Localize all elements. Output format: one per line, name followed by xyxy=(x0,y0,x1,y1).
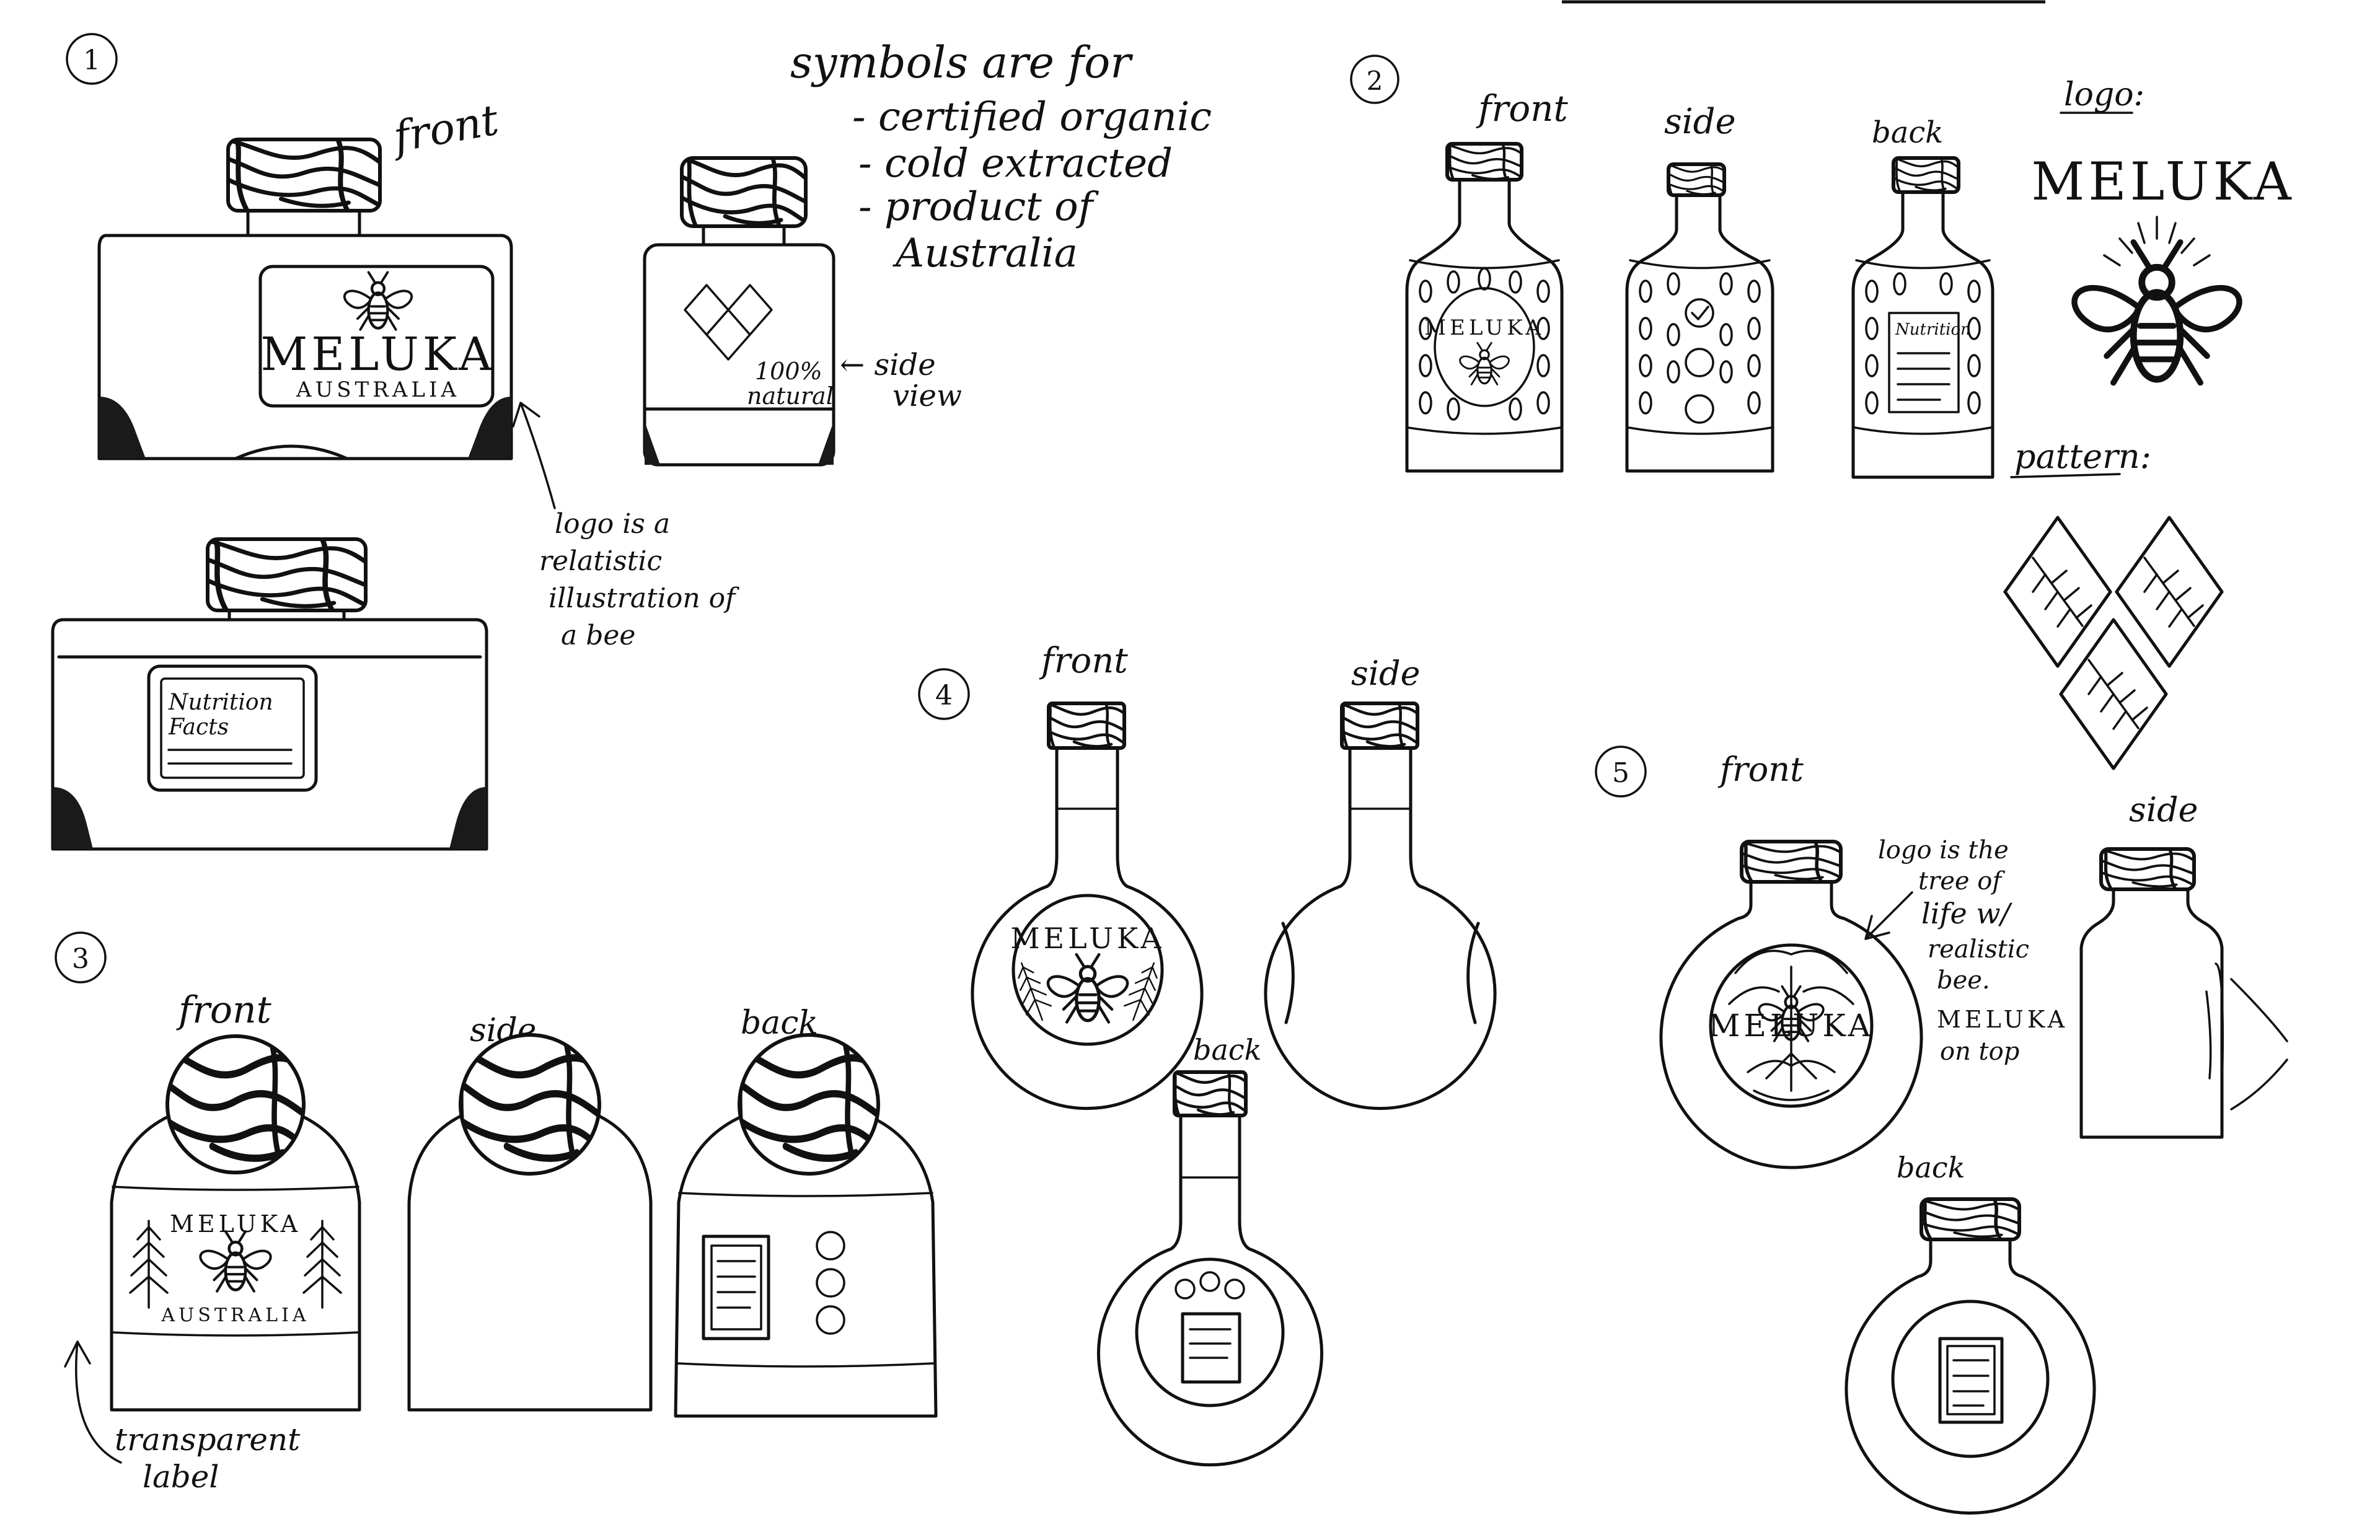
sketch-1: 1 front MELUKA AUSTRALIA xyxy=(51,33,962,851)
logo-heading: logo: xyxy=(2064,76,2144,113)
nutrition-panel xyxy=(147,664,318,792)
back-bottle xyxy=(1097,1070,1323,1467)
symbols-note-item-1: - certified organic xyxy=(852,94,1212,140)
view-label-front: front xyxy=(1476,87,1568,130)
svg-text:MELUKA: MELUKA xyxy=(1937,1006,2068,1033)
front-bottle: MELUKA xyxy=(1659,840,1923,1169)
arrow xyxy=(512,402,556,509)
view-label-front: front xyxy=(176,988,272,1032)
front-label-brand: MELUKA xyxy=(261,328,496,381)
sketch-4: 4 front side back MELUKA xyxy=(918,641,1497,1467)
front-brand: MELUKA xyxy=(1010,922,1165,955)
svg-text:life w/: life w/ xyxy=(1921,897,2013,930)
sketch-2: 2 front side back MELUKA xyxy=(1350,55,2294,768)
nutrition-line-1: Nutrition xyxy=(168,690,273,715)
sketch-number: 5 xyxy=(1612,757,1629,789)
transparent-note-1: transparent xyxy=(115,1422,301,1458)
view-label-front: front xyxy=(387,95,502,162)
pattern-heading: pattern: xyxy=(2014,437,2151,476)
front-bottle: MELUKA xyxy=(1405,142,1564,473)
svg-text:logo is a: logo is a xyxy=(555,508,670,540)
back-label-text: Nutrition xyxy=(1895,320,1971,339)
view-label-back: back xyxy=(1897,1151,1965,1184)
front-bottle: MELUKA AUSTRALIA xyxy=(110,1034,361,1412)
view-label-side: side xyxy=(1664,102,1736,142)
arrow xyxy=(1864,891,1913,940)
svg-text:a bee: a bee xyxy=(561,620,635,651)
sketch-number-badge xyxy=(918,668,970,720)
logo-word: MELUKA xyxy=(2031,151,2294,212)
sketch-number: 2 xyxy=(1367,66,1383,96)
front-label-sub: AUSTRALIA xyxy=(296,377,460,402)
sketch-number: 4 xyxy=(935,680,953,711)
svg-text:relatistic: relatistic xyxy=(539,545,662,577)
back-bottle xyxy=(1844,1197,2096,1515)
sketch-number-badge xyxy=(1595,746,1647,798)
bottle-brand: MELUKA xyxy=(1424,315,1545,340)
arrow xyxy=(64,1340,122,1464)
side-view-note-1: ← side xyxy=(840,348,936,382)
round-label xyxy=(1135,1257,1285,1407)
symbols-note-title: symbols are for xyxy=(790,37,1133,88)
svg-text:tree of: tree of xyxy=(1918,867,2005,895)
round-label xyxy=(1891,1300,2050,1458)
back-bottle: Nutrition xyxy=(1851,156,1994,479)
sketch-number: 1 xyxy=(83,45,100,76)
nutrition-panel xyxy=(1938,1337,2004,1424)
teardrop-pattern xyxy=(1639,272,1761,415)
sketch-5: 5 front side back MELUKA logo is the tre… xyxy=(1595,746,2288,1515)
symbols-note-item-4: Australia xyxy=(892,231,1078,276)
nutrition-panel xyxy=(1888,312,1960,413)
front-sub: AUSTRALIA xyxy=(161,1305,309,1326)
svg-text:illustration of: illustration of xyxy=(549,583,739,614)
teardrop-pattern xyxy=(1865,272,1981,415)
round-label xyxy=(1011,894,1164,1046)
front-bottle: MELUKA AUSTRALIA xyxy=(97,138,513,460)
side-bottle xyxy=(2079,847,2288,1139)
tree-of-life-note: logo is the tree of life w/ realistic be… xyxy=(1878,836,2068,1066)
sketch-number-badge xyxy=(66,33,118,85)
side-claim-1: 100% xyxy=(755,358,822,385)
side-claim-2: natural xyxy=(747,382,834,410)
nutrition-panel xyxy=(1181,1312,1241,1384)
svg-text:realistic: realistic xyxy=(1928,935,2029,964)
back-bottle: Nutrition Facts xyxy=(51,537,488,851)
teardrop-pattern xyxy=(1419,267,1550,421)
side-bottle xyxy=(1264,702,1497,1111)
side-bottle xyxy=(407,1033,653,1412)
side-bottle: 100% natural xyxy=(643,156,835,467)
view-label-back: back xyxy=(1872,115,1943,150)
svg-text:bee.: bee. xyxy=(1937,966,1990,995)
front-brand: MELUKA xyxy=(1708,1008,1874,1044)
round-label xyxy=(1709,943,1874,1108)
view-label-side: side xyxy=(1351,654,1421,693)
sketch-number: 3 xyxy=(72,943,89,975)
bee-logo xyxy=(2074,242,2239,383)
logo-note: logo is a relatistic illustration of a b… xyxy=(539,508,739,651)
nutrition-panel xyxy=(702,1234,770,1340)
svg-text:on top: on top xyxy=(1940,1037,2019,1066)
view-label-back: back xyxy=(1193,1033,1262,1067)
front-bottle: MELUKA xyxy=(971,702,1204,1111)
view-label-front: front xyxy=(1717,750,1804,789)
symbols-note: symbols are for - certified organic - co… xyxy=(790,37,1212,276)
symbols-note-item-3: - product of xyxy=(858,184,1100,230)
back-bottle xyxy=(674,1033,938,1418)
sketch-3: 3 front side back MELUKA AUSTRALIA trans… xyxy=(55,931,938,1495)
nutrition-line-2: Facts xyxy=(168,715,229,740)
sketch-number-badge xyxy=(1350,55,1399,104)
side-view-note-2: view xyxy=(892,379,962,413)
front-label xyxy=(258,265,495,408)
symbols-note-item-2: - cold extracted xyxy=(858,141,1173,187)
svg-text:logo is the: logo is the xyxy=(1878,836,2009,865)
view-label-front: front xyxy=(1039,641,1128,681)
side-bottle xyxy=(1625,162,1774,473)
front-brand: MELUKA xyxy=(170,1210,301,1238)
transparent-note-2: label xyxy=(143,1459,219,1495)
sketch-number-badge xyxy=(55,931,107,983)
view-label-side: side xyxy=(2129,790,2198,829)
